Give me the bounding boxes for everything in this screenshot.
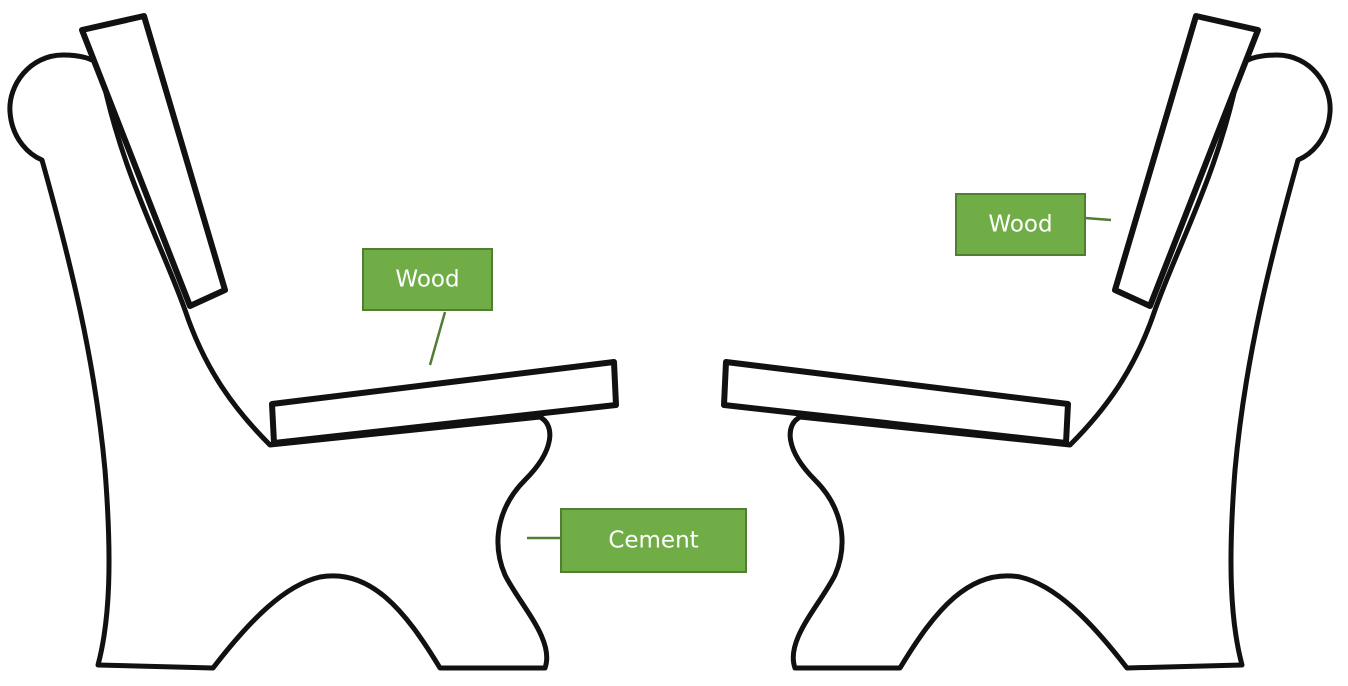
- label-box-left-seat: [362, 248, 493, 311]
- label-text-left-leg: Cement: [608, 528, 698, 554]
- leader-line-right-backrest: [1084, 216, 1112, 222]
- label-text-right-backrest: Wood: [988, 212, 1052, 238]
- right-bench: [721, 13, 1333, 671]
- left-bench-cement-frame: [7, 52, 553, 671]
- label-text-left-seat: Wood: [395, 267, 459, 293]
- left-bench-backrest: [79, 13, 228, 309]
- label-right-backrest: Wood: [955, 193, 1112, 256]
- left-bench: [7, 13, 619, 671]
- leader-line-left-seat: [428, 311, 447, 366]
- left-bench-seat: [269, 359, 619, 446]
- label-box-left-leg: [560, 508, 747, 573]
- right-bench-backrest: [1112, 13, 1261, 309]
- right-bench-seat: [721, 359, 1071, 446]
- right-bench-cement-frame: [787, 52, 1333, 671]
- label-left-leg: Cement: [527, 508, 747, 573]
- label-box-right-backrest: [955, 193, 1086, 256]
- label-left-seat: Wood: [362, 248, 493, 366]
